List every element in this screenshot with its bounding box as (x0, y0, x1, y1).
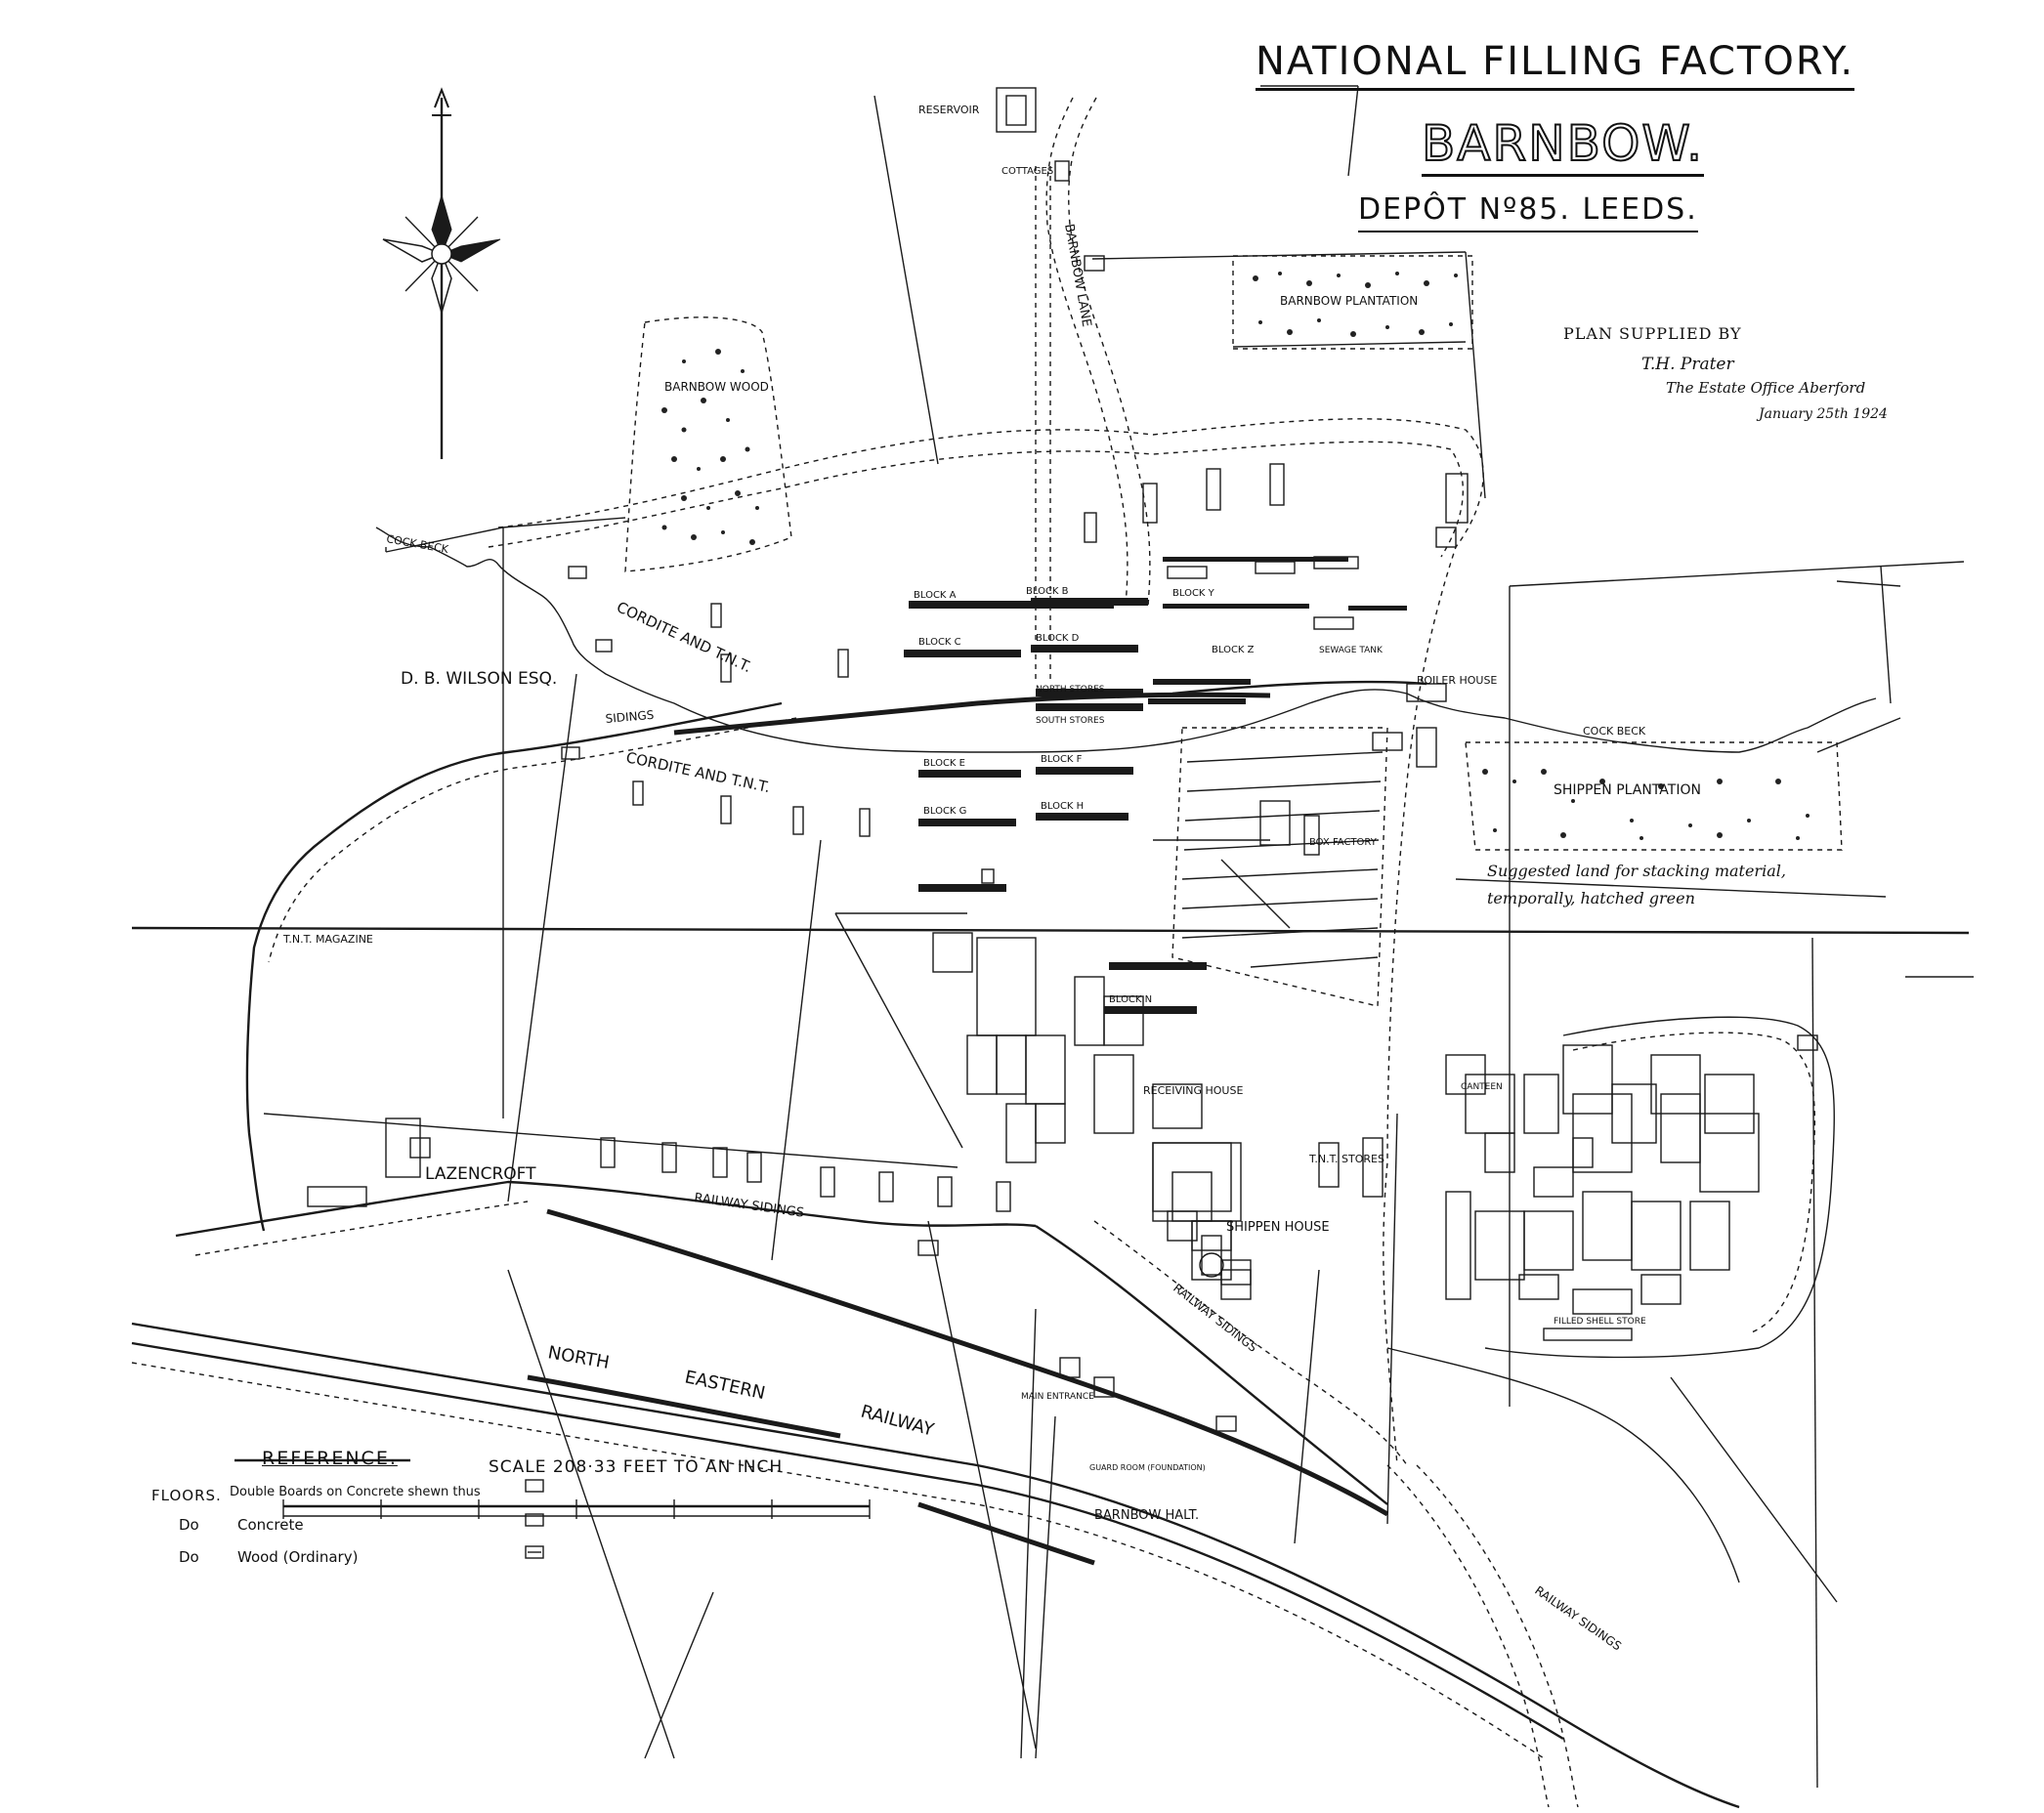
legend-row2-text: Concrete (237, 1516, 304, 1534)
map-subtitle-depot: DEPÔT Nº85. LEEDS. (1358, 192, 1698, 232)
legend-swatches (234, 1458, 544, 1559)
label-cock-beck-e: COCK BECK (1583, 725, 1646, 738)
legend-heading: REFERENCE. (262, 1448, 398, 1469)
label-tnt-magazine: T.N.T. MAGAZINE (282, 933, 373, 946)
legend-row3-text: Wood (Ordinary) (237, 1548, 359, 1566)
label-lazencroft: LAZENCROFT (425, 1164, 536, 1184)
label-railway-sidings-mid: RAILWAY SIDINGS (693, 1191, 804, 1221)
legend-row3-label: Do (179, 1548, 199, 1566)
label-wilson: D. B. WILSON ESQ. (401, 669, 557, 689)
stacking-note-line2: temporally, hatched green (1487, 889, 1695, 907)
credit-line4: January 25th 1924 (1759, 406, 1888, 422)
label-cordite-2: CORDITE AND T.N.T. (624, 748, 772, 796)
label-north-stores: NORTH STORES (1036, 685, 1105, 695)
barnbow-wood (624, 316, 792, 572)
western-siding (245, 701, 797, 1232)
label-tnt-stores: T.N.T. STORES (1308, 1153, 1384, 1165)
label-cock-beck-w: COCK BECK (385, 532, 449, 556)
barnbow-lane (1035, 97, 1151, 684)
north-eastern-railway (131, 1322, 1740, 1809)
legend-row2-label: Do (179, 1516, 199, 1534)
label-block-b: BLOCK B (1026, 586, 1069, 597)
horizontal-grid-line (131, 926, 1970, 935)
credit-line3: The Estate Office Aberford (1666, 379, 1866, 397)
label-canteen: CANTEEN (1461, 1082, 1503, 1092)
label-box-factory: BOX FACTORY (1309, 837, 1378, 848)
scale-caption: SCALE 208·33 FEET TO AN INCH (489, 1457, 784, 1477)
north-arrow-icon (382, 87, 501, 459)
label-block-c: BLOCK C (918, 637, 961, 648)
label-sidings-top: SIDINGS (605, 708, 655, 726)
label-block-z: BLOCK Z (1212, 645, 1255, 655)
legend-row1-label: FLOORS. (151, 1487, 222, 1504)
label-reservoir: RESERVOIR (918, 104, 980, 116)
label-barnbow-halt: BARNBOW HALT. (1094, 1508, 1199, 1523)
south-siding (175, 1180, 1408, 1517)
label-receiving-house: RECEIVING HOUSE (1143, 1084, 1243, 1097)
label-block-y: BLOCK Y (1172, 588, 1215, 599)
label-railway-sidings-se: RAILWAY SIDINGS (1532, 1583, 1624, 1653)
label-block-a: BLOCK A (914, 590, 957, 601)
central-works (307, 932, 1384, 1432)
label-barnbow-lane: BARNBOW LANE (1061, 223, 1093, 328)
label-cordite-1: CORDITE AND T.N.T. (614, 598, 754, 676)
label-ner-north: NORTH (546, 1342, 611, 1373)
credit-line2: T.H. Prater (1641, 355, 1734, 374)
label-block-n: BLOCK N (1109, 994, 1152, 1005)
label-ner-eastern: EASTERN (683, 1367, 767, 1404)
label-barnbow-wood: BARNBOW WOOD (664, 380, 769, 394)
shippen-plantation (1465, 741, 1843, 851)
label-block-g: BLOCK G (923, 806, 966, 817)
label-boiler-house: BOILER HOUSE (1417, 674, 1497, 687)
credit-line1: PLAN SUPPLIED BY (1563, 324, 1742, 343)
barnbow-plantation (1232, 255, 1473, 350)
label-sewage-tank: SEWAGE TANK (1319, 646, 1384, 655)
label-railway-sidings-s: RAILWAY SIDINGS (1171, 1281, 1259, 1354)
legend-row1-text: Double Boards on Concrete shewn thus (230, 1485, 481, 1499)
filling-works (1445, 1034, 1818, 1341)
perimeter-fence (488, 418, 1484, 1466)
label-barnbow-plantation: BARNBOW PLANTATION (1280, 294, 1418, 308)
factory-huts (561, 463, 1469, 884)
label-guard-room: GUARD ROOM (FOUNDATION) (1089, 1463, 1206, 1472)
label-south-stores: SOUTH STORES (1036, 716, 1105, 726)
main-siding (673, 680, 1427, 736)
stacking-note-line1: Suggested land for stacking material, (1487, 862, 1786, 880)
scale-bar (282, 1499, 871, 1519)
label-main-entrance: MAIN ENTRANCE (1021, 1392, 1094, 1402)
label-ner-railway: RAILWAY (859, 1402, 937, 1441)
map-subtitle-barnbow: BARNBOW. (1421, 114, 1705, 177)
map-title: NATIONAL FILLING FACTORY. (1256, 39, 1855, 91)
factory-blocks (904, 557, 1407, 1014)
label-block-e: BLOCK E (923, 758, 965, 769)
shippen-house-building (1152, 1142, 1252, 1300)
reservoir-cottages (996, 87, 1105, 272)
label-block-f: BLOCK F (1041, 754, 1083, 765)
label-block-h: BLOCK H (1041, 801, 1084, 812)
label-cottages: COTTAGES (1001, 166, 1053, 177)
label-shippen-plantation: SHIPPEN PLANTATION (1554, 782, 1701, 798)
label-filled-shell-store: FILLED SHELL STORE (1554, 1317, 1646, 1327)
shell-store-loop (1386, 1016, 1835, 1808)
label-shippen-house: SHIPPEN HOUSE (1226, 1220, 1330, 1235)
label-block-d: BLOCK D (1036, 633, 1080, 644)
